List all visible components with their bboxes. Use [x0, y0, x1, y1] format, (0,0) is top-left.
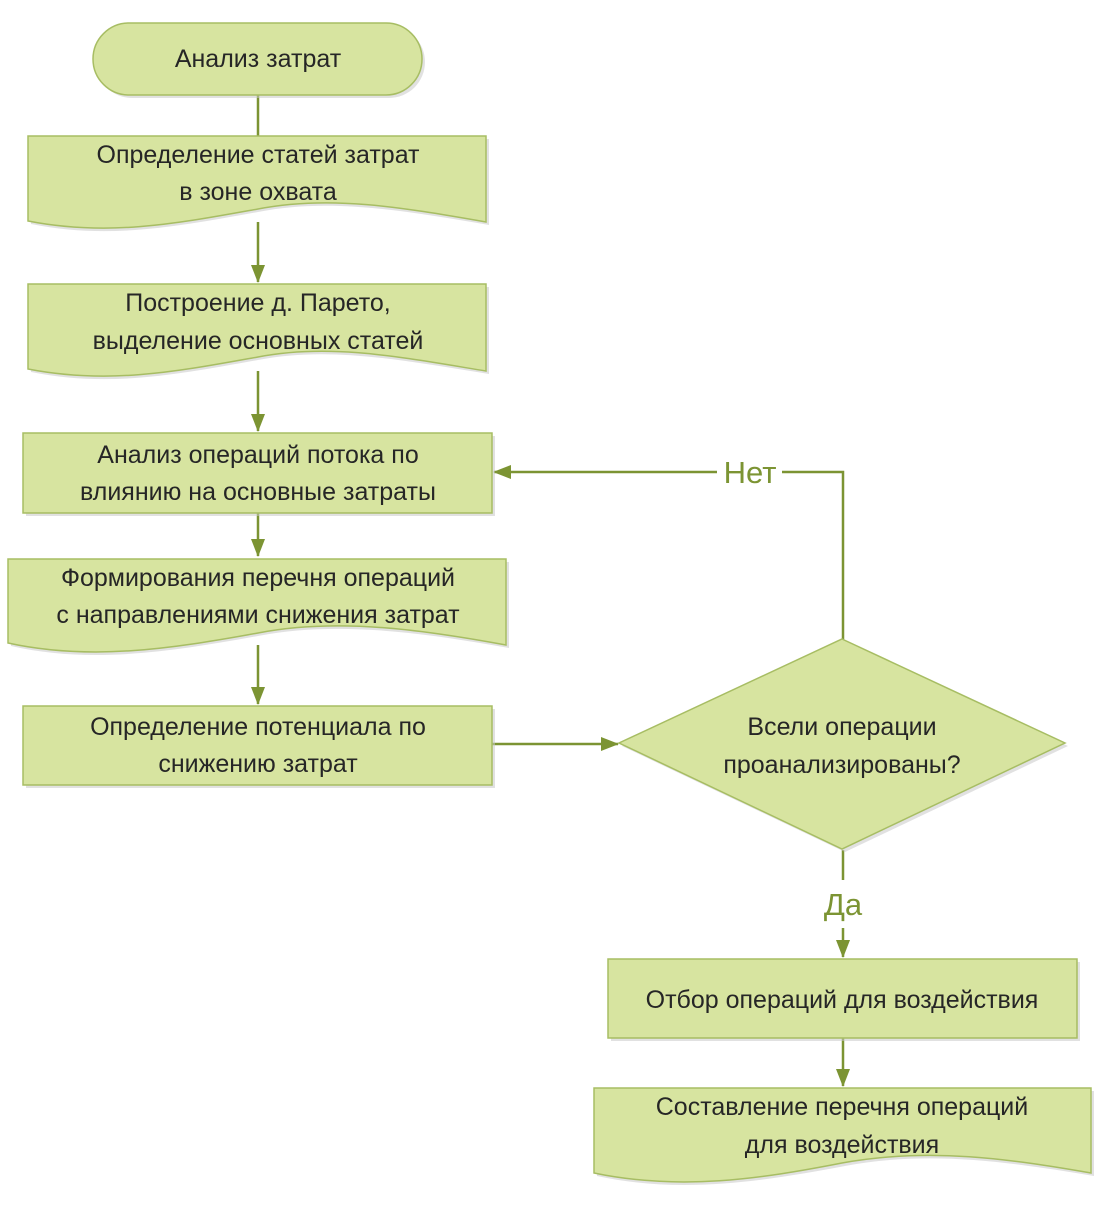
node-cost-items: Определение статей затрат в зоне охвата [27, 135, 487, 229]
pareto-label-line2: выделение основных статей [93, 327, 424, 355]
potential-label-line1: Определение потенциала по [90, 713, 426, 741]
pareto-document-shape [27, 283, 487, 377]
selection-process-shape [607, 958, 1078, 1039]
final-list-document-shape [593, 1087, 1092, 1183]
node-pareto: Построение д. Парето, выделение основных… [27, 283, 487, 377]
decision-label-line1: Всели операции [747, 713, 936, 741]
start-label: Анализ затрат [175, 45, 342, 73]
edge-label-yes: Да [824, 887, 863, 922]
operations-list-label-line1: Формирования перечня операций [61, 564, 455, 592]
edge-label-no: Нет [724, 455, 777, 490]
final-list-label-line1: Составление перечня операций [656, 1093, 1029, 1121]
analysis-process-shape [22, 432, 493, 514]
node-decision: Всели операции проанализированы? [617, 638, 1067, 850]
cost-items-label-line1: Определение статей затрат [97, 141, 421, 169]
analysis-label-line2: влиянию на основные затраты [80, 478, 436, 506]
node-selection: Отбор операций для воздействия [607, 958, 1078, 1039]
operations-list-label-line2: с направлениями снижения затрат [56, 601, 460, 629]
node-potential: Определение потенциала по снижению затра… [22, 705, 493, 786]
final-list-label-line2: для воздействия [745, 1131, 939, 1159]
selection-label: Отбор операций для воздействия [646, 986, 1039, 1014]
connectors [251, 94, 850, 1087]
node-final-list: Составление перечня операций для воздейс… [593, 1087, 1092, 1183]
start-terminator-shape [92, 22, 423, 96]
edge-decision-no-loop [782, 470, 845, 640]
node-operations-list: Формирования перечня операций с направле… [7, 558, 507, 653]
decision-diamond-shape [617, 638, 1067, 850]
potential-label-line2: снижению затрат [158, 750, 358, 778]
pareto-label-line1: Построение д. Парето, [125, 289, 391, 317]
cost-items-document-shape [27, 135, 487, 229]
cost-items-label-line2: в зоне охвата [179, 178, 337, 206]
potential-process-shape [22, 705, 493, 786]
node-start: Анализ затрат [92, 22, 423, 96]
decision-label-line2: проанализированы? [723, 751, 960, 779]
node-analysis: Анализ операций потока по влиянию на осн… [22, 432, 493, 514]
analysis-label-line1: Анализ операций потока по [97, 441, 418, 469]
operations-list-document-shape [7, 558, 507, 653]
